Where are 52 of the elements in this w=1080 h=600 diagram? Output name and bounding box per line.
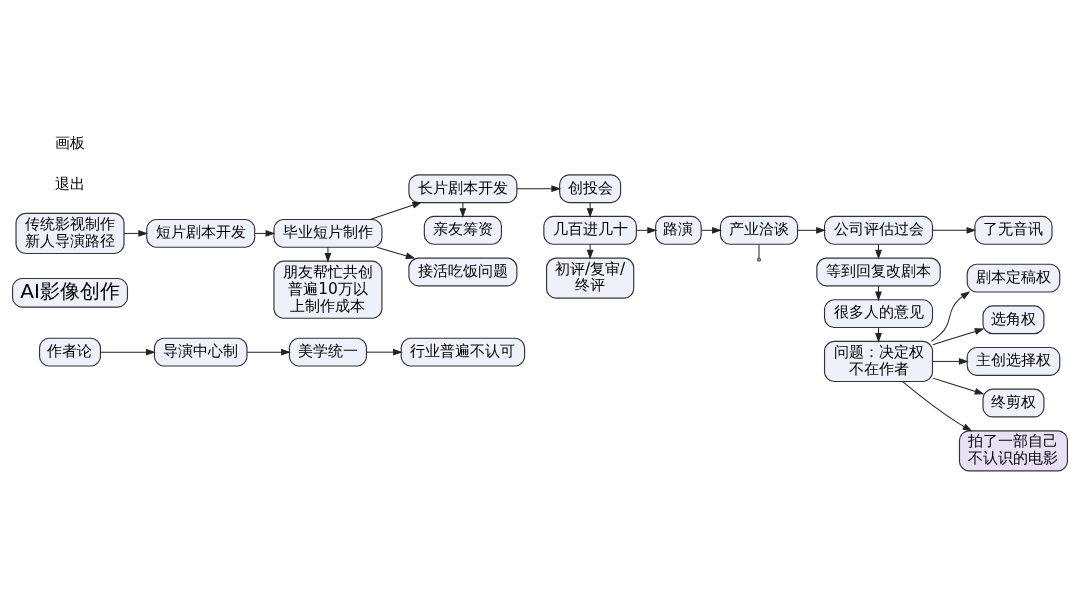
arrow [932,226,976,234]
label: 退出 [55,174,86,193]
label: 画板 [55,133,86,152]
arrow [246,348,290,355]
node-box: 短片剧本开发 [146,218,256,248]
node-box: 接活吃饭问题 [408,257,518,286]
arrow [902,380,972,431]
arrow [586,201,594,217]
node-box: 了无音讯 [974,215,1053,245]
arrow [700,226,721,234]
arrow [930,291,970,342]
arrow [366,348,402,355]
arrow [586,243,594,258]
node-box: 亲友筹资 [423,215,502,245]
node-box: 选角权 [982,304,1045,334]
arrow [932,357,968,365]
node-box: 导演中心制 [153,337,248,367]
node-box: 创投会 [559,173,622,203]
node-box: 几百进几十 [543,215,637,245]
arrow [459,201,467,217]
node-box: 拍了一部自己不认识的电影 [958,429,1068,471]
arrow [516,185,561,192]
arrow [324,246,332,262]
arrow [932,377,984,395]
arrow [369,201,422,220]
node-box: 行业普遍不认可 [400,337,526,367]
node-box: 主创选择权 [966,346,1061,376]
node-box: 朋友帮忙共创普遍10万以上制作成本 [273,260,383,319]
arrow [254,229,275,237]
node-box: 美学统一 [288,337,368,367]
arrow [797,226,825,234]
connector [758,243,760,259]
node-box: 传统影视制作新人导演路径 [15,212,125,254]
node-box: 很多人的意见 [823,298,934,328]
node-box: 问题：决定权不在作者 [823,340,934,382]
node-box: 长片剧本开发 [408,173,518,203]
node-box: AI影像创作 [12,277,129,308]
arrow [100,348,155,355]
arrow [376,246,415,259]
node-box: 剧本定稿权 [966,263,1061,293]
arrow [636,226,657,234]
node-box: 初评/复审/终评 [545,257,635,299]
node-box: 公司评估过会 [823,215,934,245]
node-box: 产业洽谈 [719,215,799,245]
node-box: 作者论 [38,337,102,367]
node-box: 等到回复改剧本 [816,257,941,286]
node-box: 路演 [655,215,702,245]
arrow [123,229,148,237]
node-box: 终剪权 [982,388,1045,417]
arrow [875,243,882,258]
arrow [932,327,984,345]
node-box: 毕业短片制作 [273,218,383,248]
